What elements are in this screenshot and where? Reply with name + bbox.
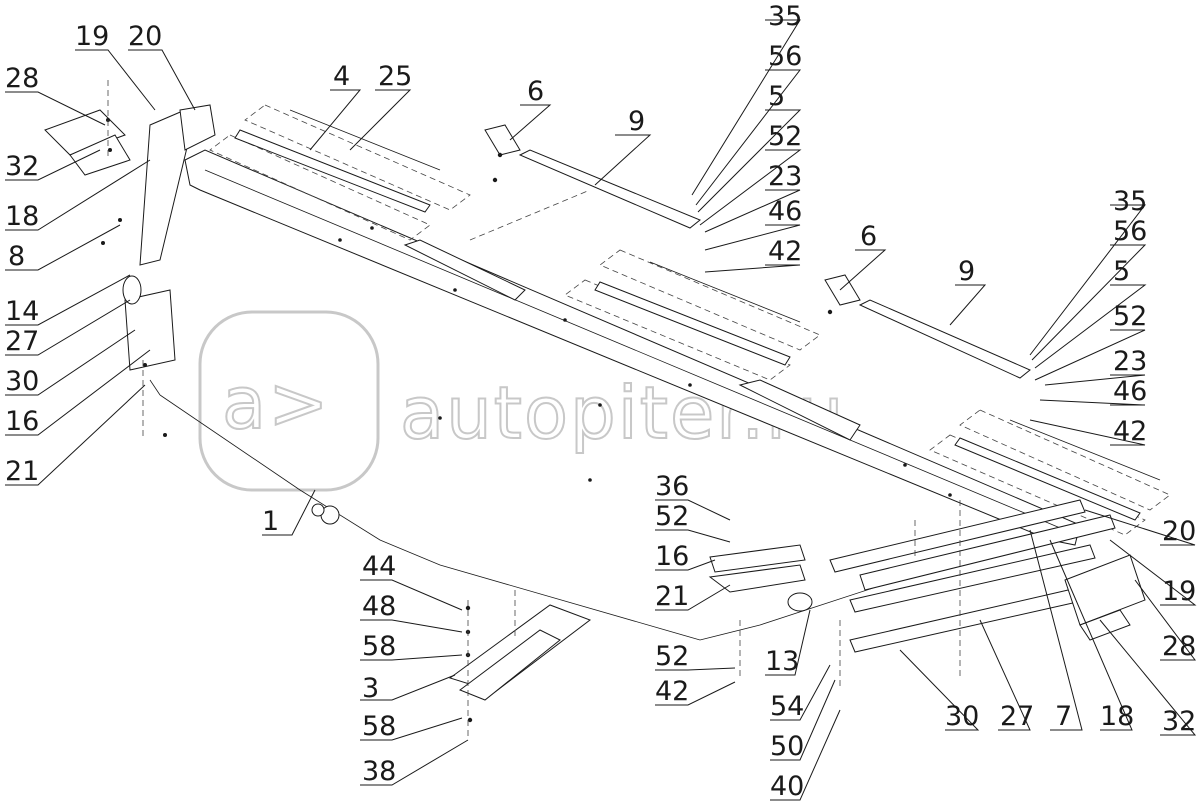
callout-18: 18 <box>5 201 39 232</box>
callout-numbers: 1 3 4 5 5 6 6 7 8 9 9 13 14 16 16 18 18 … <box>5 1 1196 802</box>
right-lower-plates <box>708 499 1146 690</box>
left-plate-28 <box>44 109 126 156</box>
callout-54: 54 <box>770 691 804 722</box>
callout-5: 5 <box>768 81 785 112</box>
callout-leaders <box>5 19 1197 801</box>
callout-13: 13 <box>765 646 799 677</box>
plate-16-right <box>709 544 806 573</box>
callout-25: 25 <box>378 61 412 92</box>
callout-19: 19 <box>1162 576 1196 607</box>
callout-19: 19 <box>75 21 109 52</box>
hinge-strip-middle <box>594 281 791 366</box>
callout-9: 9 <box>628 106 645 137</box>
left-upright-assembly <box>44 80 216 440</box>
callout-42: 42 <box>1113 416 1147 447</box>
callout-20: 20 <box>128 21 162 52</box>
rod-middle <box>649 261 801 323</box>
callout-23: 23 <box>768 161 802 192</box>
callout-32: 32 <box>1162 706 1196 737</box>
callout-28: 28 <box>5 63 39 94</box>
callout-4: 4 <box>333 61 350 92</box>
right-top-assembly <box>824 274 1171 536</box>
callout-16: 16 <box>655 541 689 572</box>
rail-7 <box>829 499 1086 573</box>
frame-ridge-left <box>403 239 526 301</box>
left-channel <box>139 109 191 266</box>
callout-58: 58 <box>362 711 396 742</box>
main-frame <box>149 149 1081 641</box>
left-bracket-lower <box>124 289 176 371</box>
watermark-logo-frame <box>198 310 380 492</box>
rod-9-right <box>858 299 1031 379</box>
callout-52: 52 <box>768 121 802 152</box>
callout-44: 44 <box>362 551 396 582</box>
plate-3-lower <box>458 629 561 701</box>
callout-35: 35 <box>1113 186 1147 217</box>
callout-50: 50 <box>770 731 804 762</box>
middle-strip <box>564 249 821 381</box>
callout-20: 20 <box>1162 516 1196 547</box>
callout-14: 14 <box>5 296 39 327</box>
rod-9-left <box>518 149 701 229</box>
rail-18 <box>849 544 1096 613</box>
rod-42-right <box>1009 419 1161 481</box>
callout-30: 30 <box>5 366 39 397</box>
frame-top-beam <box>184 149 1081 546</box>
plate-32-right <box>1079 609 1131 641</box>
callout-52: 52 <box>655 641 689 672</box>
callout-52: 52 <box>1113 301 1147 332</box>
callout-38: 38 <box>362 756 396 787</box>
rod-25 <box>289 109 441 171</box>
callout-5: 5 <box>1113 256 1130 287</box>
watermark-logo-glyph: a> <box>222 361 330 445</box>
callout-56: 56 <box>768 41 802 72</box>
callout-40: 40 <box>770 771 804 802</box>
bracket-6-right <box>824 274 861 306</box>
callout-32: 32 <box>5 151 39 182</box>
callout-46: 46 <box>768 196 802 227</box>
callout-3: 3 <box>362 673 379 704</box>
callout-42: 42 <box>768 236 802 267</box>
callout-21: 21 <box>5 456 39 487</box>
callout-7: 7 <box>1055 701 1072 732</box>
bracket-6-left <box>484 124 521 156</box>
left-bushing <box>122 275 142 305</box>
callout-48: 48 <box>362 591 396 622</box>
callout-8: 8 <box>8 241 25 272</box>
callout-56: 56 <box>1113 216 1147 247</box>
top-left-strip <box>209 104 471 241</box>
roller-13 <box>787 592 813 612</box>
callout-9: 9 <box>958 256 975 287</box>
left-plate-32 <box>69 134 131 176</box>
callout-21: 21 <box>655 581 689 612</box>
callout-30: 30 <box>945 701 979 732</box>
callout-27: 27 <box>1000 701 1034 732</box>
callout-18: 18 <box>1100 701 1134 732</box>
frame-ridge-right <box>738 379 861 441</box>
callout-46: 46 <box>1113 376 1147 407</box>
bottom-plate-assembly <box>448 590 592 740</box>
callout-42: 42 <box>655 676 689 707</box>
callout-1: 1 <box>262 506 279 537</box>
left-bracket-upper <box>179 104 216 151</box>
rail-27 <box>859 514 1116 591</box>
hinge-strip-4 <box>234 129 431 213</box>
callout-27: 27 <box>5 326 39 357</box>
frame-lower-edge <box>159 394 1021 641</box>
callout-6: 6 <box>860 221 877 252</box>
callout-23: 23 <box>1113 346 1147 377</box>
callout-36: 36 <box>655 471 689 502</box>
callout-6: 6 <box>527 76 544 107</box>
callout-28: 28 <box>1162 631 1196 662</box>
callout-52: 52 <box>655 501 689 532</box>
callout-35: 35 <box>768 1 802 32</box>
plate-21-right <box>708 564 806 593</box>
plate-28-right <box>1064 554 1146 626</box>
callout-58: 58 <box>362 631 396 662</box>
top-middle-assembly <box>469 124 701 241</box>
hinge-strip-right <box>954 437 1141 521</box>
callout-16: 16 <box>5 406 39 437</box>
